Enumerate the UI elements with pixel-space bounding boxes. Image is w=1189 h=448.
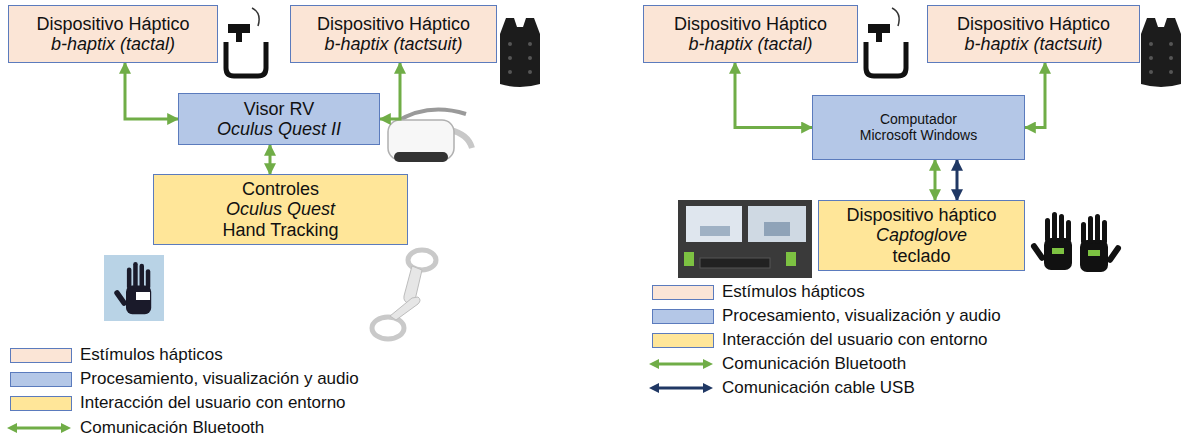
legend-row: Comunicación Bluetooth <box>648 353 906 375</box>
legend-swatch <box>10 396 72 411</box>
legend-line-sample <box>648 381 714 395</box>
bluetooth-connector <box>125 63 178 119</box>
usb-connector <box>956 160 959 200</box>
tactal-icon <box>866 8 906 76</box>
node-text: Hand Tracking <box>222 220 338 240</box>
legend-row: Interacción del usuario con entorno <box>652 329 988 351</box>
legend-swatch <box>652 333 714 348</box>
captoglove-glove <box>1030 212 1072 270</box>
processing-box: Visor RVOculus Quest II <box>178 93 380 145</box>
node-text: Captoglove <box>876 225 967 245</box>
legend-text: Procesamiento, visualización y audio <box>80 368 359 390</box>
legend-text: Comunicación cable USB <box>722 377 915 399</box>
legend-row: Comunicación cable USB <box>648 377 915 399</box>
legend-text: Interacción del usuario con entorno <box>722 329 988 351</box>
node-text: teclado <box>892 246 950 266</box>
node-heading: Dispositivo Háptico <box>957 14 1110 34</box>
interaction-box: ControlesOculus QuestHand Tracking <box>153 174 408 245</box>
node-heading: Dispositivo Háptico <box>36 14 189 34</box>
haptic-device-box: Dispositivo Hápticob-haptix (tactal) <box>8 5 218 63</box>
legend-swatch <box>652 309 714 324</box>
haptic-device-box: Dispositivo Hápticob-haptix (tactsuit) <box>927 5 1140 63</box>
glove-photo <box>104 255 164 321</box>
node-heading: Dispositivo Háptico <box>674 14 827 34</box>
legend-row: Estímulos hápticos <box>652 281 865 303</box>
legend-row: Procesamiento, visualización y audio <box>652 305 1001 327</box>
legend-swatch <box>10 348 72 363</box>
legend-text: Comunicación Bluetooth <box>722 353 906 375</box>
vr-controllers <box>372 250 436 339</box>
haptic-device-box: Dispositivo Hápticob-haptix (tactal) <box>643 5 858 63</box>
legend-row: Procesamiento, visualización y audio <box>10 368 359 390</box>
node-heading: Visor RV <box>244 99 314 119</box>
legend-line-sample <box>6 421 72 435</box>
legend-line-sample <box>648 357 714 371</box>
bluetooth-connector <box>934 160 937 200</box>
legend-text: Estímulos hápticos <box>80 344 223 366</box>
legend-swatch <box>10 372 72 387</box>
node-heading: Computador <box>880 112 957 128</box>
node-text: b-haptix (tactsuit) <box>324 34 462 54</box>
node-text: Microsoft Windows <box>860 128 977 144</box>
tactsuit-vest <box>1141 18 1181 87</box>
bluetooth-connector <box>735 63 812 128</box>
bluetooth-connector <box>380 63 400 119</box>
node-heading: Controles <box>242 179 319 199</box>
workstation-photo <box>678 200 812 278</box>
node-heading: Dispositivo háptico <box>846 205 996 225</box>
legend-row: Estímulos hápticos <box>10 344 223 366</box>
legend-text: Comunicación Bluetooth <box>80 417 264 439</box>
legend-text: Procesamiento, visualización y audio <box>722 305 1001 327</box>
tactsuit-vest <box>500 18 540 87</box>
node-text: Oculus Quest <box>226 199 335 219</box>
node-text: Oculus Quest II <box>217 119 341 139</box>
legend-swatch <box>652 285 714 300</box>
legend-row: Interacción del usuario con entorno <box>10 392 346 414</box>
node-heading: Dispositivo Háptico <box>317 14 470 34</box>
node-text: b-haptix (tactal) <box>51 34 175 54</box>
legend-text: Estímulos hápticos <box>722 281 865 303</box>
node-text: b-haptix (tactal) <box>688 34 812 54</box>
bluetooth-connector <box>1025 63 1045 128</box>
legend-text: Interacción del usuario con entorno <box>80 392 346 414</box>
captoglove-glove <box>1080 214 1122 272</box>
processing-box: ComputadorMicrosoft Windows <box>812 95 1025 160</box>
legend-row: Comunicación Bluetooth <box>6 417 264 439</box>
bluetooth-connector <box>269 145 272 174</box>
haptic-device-box: Dispositivo Hápticob-haptix (tactsuit) <box>290 5 497 63</box>
node-text: b-haptix (tactsuit) <box>964 34 1102 54</box>
tactal-icon <box>226 8 266 76</box>
interaction-box: Dispositivo hápticoCaptogloveteclado <box>818 200 1025 271</box>
